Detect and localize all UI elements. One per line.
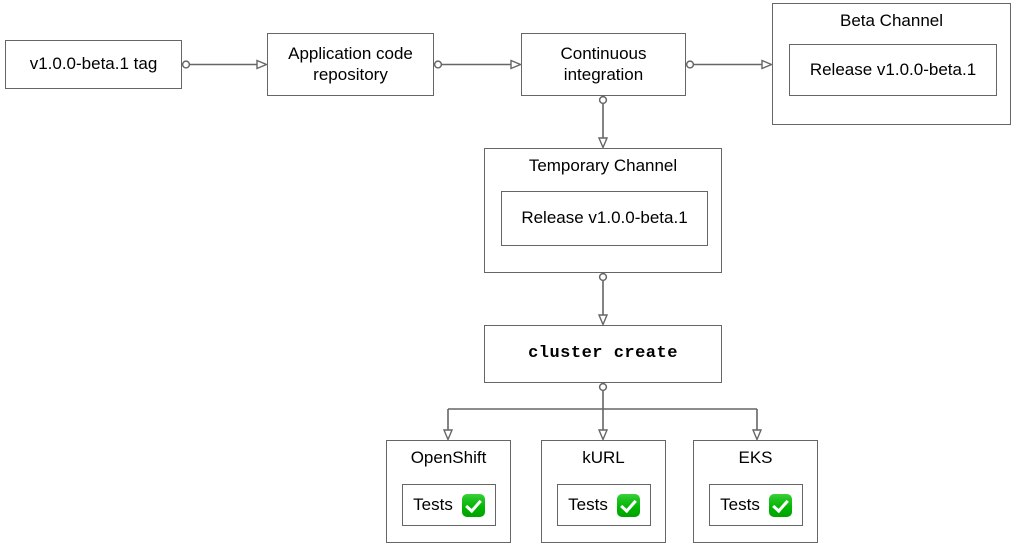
beta-channel-title: Beta Channel	[839, 11, 944, 30]
beta-channel-release-label: Release v1.0.0-beta.1	[809, 59, 977, 79]
temporary-channel-release-label: Release v1.0.0-beta.1	[521, 208, 688, 228]
edge-repo-to-ci	[433, 61, 520, 68]
node-kurl[interactable]: kURL Tests	[541, 440, 666, 543]
edge-cluster-create-fanout	[448, 382, 757, 439]
temporary-channel-release-box[interactable]: Release v1.0.0-beta.1	[501, 191, 708, 246]
edge-ci-to-beta-channel	[685, 61, 771, 68]
node-temporary-channel[interactable]: Temporary Channel Release v1.0.0-beta.1	[484, 148, 722, 273]
kurl-tests-box[interactable]: Tests	[557, 484, 651, 526]
node-tag[interactable]: v1.0.0-beta.1 tag	[5, 40, 182, 89]
eks-tests-box[interactable]: Tests	[709, 484, 803, 526]
edge-ci-to-temporary-channel	[600, 95, 607, 147]
kurl-tests-label: Tests	[568, 494, 608, 514]
node-beta-channel[interactable]: Beta Channel Release v1.0.0-beta.1	[772, 3, 1011, 125]
green-check-icon	[768, 493, 792, 517]
node-cluster-create[interactable]: cluster create	[484, 325, 722, 383]
edge-tag-to-repo	[181, 61, 266, 68]
kurl-title: kURL	[582, 448, 625, 467]
node-eks[interactable]: EKS Tests	[693, 440, 818, 543]
openshift-tests-box[interactable]: Tests	[402, 484, 496, 526]
eks-tests-row: Tests	[720, 493, 792, 517]
ci-label-line1: Continuous	[560, 44, 647, 64]
node-ci-label: Continuous integration	[560, 44, 646, 84]
repo-label-line2: repository	[313, 64, 388, 84]
openshift-tests-row: Tests	[413, 493, 485, 517]
openshift-tests-label: Tests	[413, 494, 453, 514]
repo-label-line1: Application code	[288, 44, 413, 64]
eks-tests-label: Tests	[720, 494, 760, 514]
ci-label-line2: integration	[563, 64, 644, 84]
node-openshift[interactable]: OpenShift Tests	[386, 440, 511, 543]
node-tag-label: v1.0.0-beta.1 tag	[29, 54, 158, 74]
green-check-icon	[616, 493, 640, 517]
eks-title: EKS	[738, 448, 773, 467]
kurl-tests-row: Tests	[568, 493, 640, 517]
beta-channel-release-box[interactable]: Release v1.0.0-beta.1	[789, 44, 997, 96]
openshift-title: OpenShift	[410, 448, 487, 467]
temporary-channel-title: Temporary Channel	[528, 156, 678, 175]
node-application-code-repository[interactable]: Application code repository	[267, 33, 434, 96]
edge-temporary-channel-to-cluster-create	[600, 272, 607, 324]
node-repository-label: Application code repository	[288, 44, 413, 84]
node-continuous-integration[interactable]: Continuous integration	[521, 33, 686, 96]
cluster-create-label: cluster create	[528, 343, 678, 363]
green-check-icon	[461, 493, 485, 517]
